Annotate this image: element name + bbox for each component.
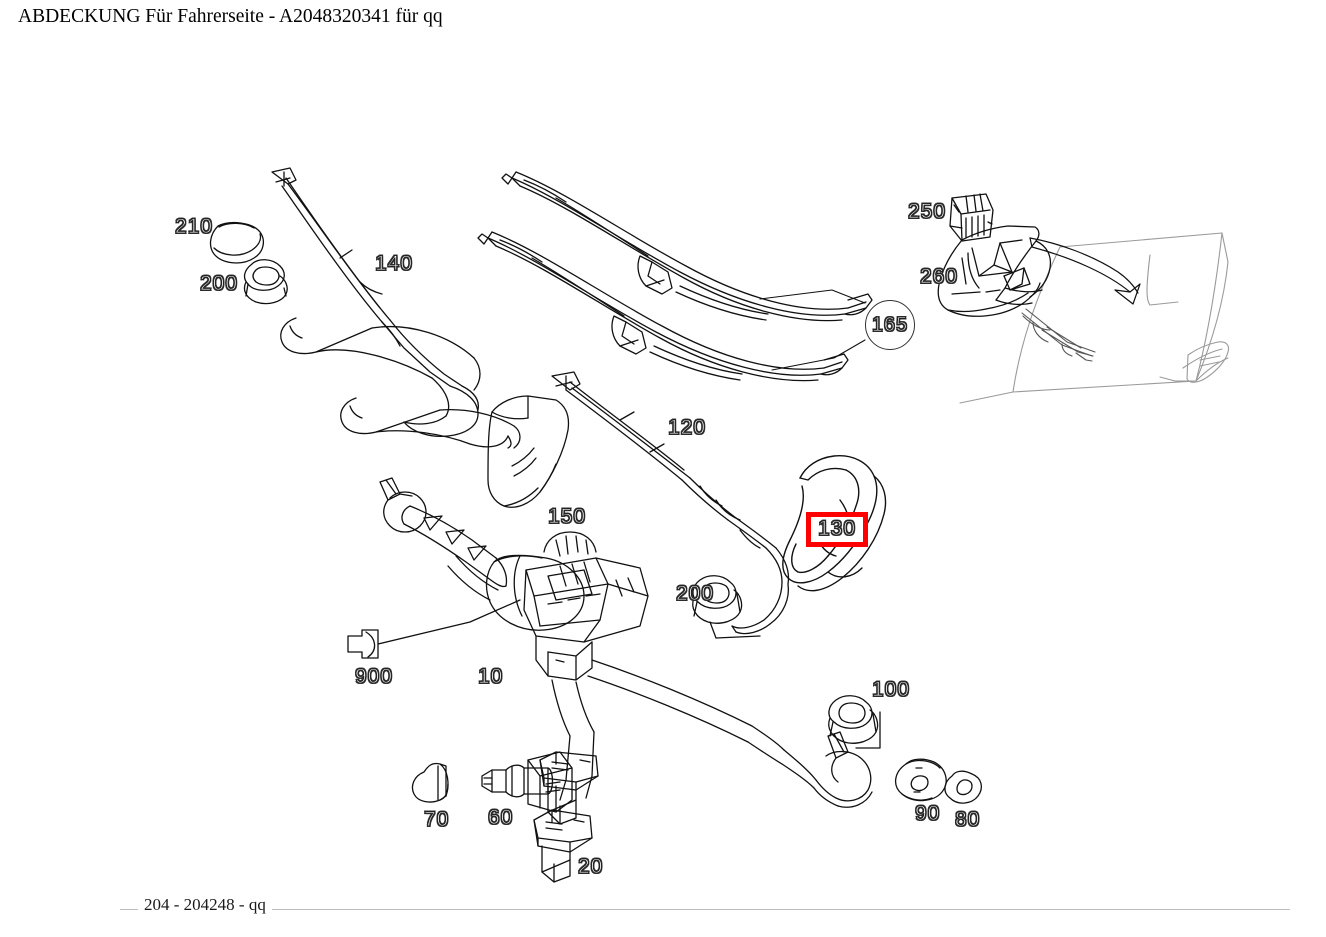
callout-200-upper[interactable]: 200 <box>199 272 239 296</box>
callout-20[interactable]: 20 <box>577 855 604 879</box>
car-body-outline <box>960 233 1229 403</box>
windshield-wipers-small <box>1022 309 1095 361</box>
part-250-clip <box>950 194 993 241</box>
part-165-blade-lower <box>478 232 848 381</box>
part-165-blade-upper <box>502 172 872 321</box>
callout-130-highlighted[interactable]: 130 <box>806 512 869 547</box>
callout-70[interactable]: 70 <box>423 808 450 832</box>
footer: 204 - 204248 - qq <box>0 895 1326 937</box>
callout-120[interactable]: 120 <box>667 416 707 440</box>
part-20-brackets <box>534 752 598 882</box>
callout-900[interactable]: 900 <box>354 665 394 689</box>
part-80-washer <box>945 771 981 803</box>
part-260-cowl-cover <box>938 226 1050 316</box>
callout-150[interactable]: 150 <box>547 505 587 529</box>
part-10-linkage-assembly <box>380 478 880 812</box>
part-60-bolt <box>482 765 553 797</box>
part-200-bushing-lower <box>693 576 760 638</box>
part-70-rubber-mount <box>412 763 448 802</box>
callout-80[interactable]: 80 <box>954 808 981 832</box>
page-title: ABDECKUNG Für Fahrerseite - A2048320341 … <box>18 6 443 27</box>
callout-10[interactable]: 10 <box>477 665 504 689</box>
callout-140[interactable]: 140 <box>374 252 414 276</box>
footer-divider <box>120 909 1290 910</box>
footer-text: 204 - 204248 - qq <box>138 895 272 915</box>
callout-130-text: 130 <box>817 517 857 540</box>
callout-165-text: 165 <box>871 313 909 336</box>
part-90-nut-plate <box>896 759 947 800</box>
callout-200-lower[interactable]: 200 <box>675 582 715 606</box>
callout-250[interactable]: 250 <box>907 200 947 224</box>
callout-90[interactable]: 90 <box>914 802 941 826</box>
part-900-clip <box>348 600 520 658</box>
part-140-wiper-arm <box>272 168 520 448</box>
part-120-wiper-arm <box>552 372 789 634</box>
callout-165[interactable]: 165 <box>865 300 915 350</box>
assembly-arrow <box>1030 238 1140 304</box>
callout-100[interactable]: 100 <box>871 678 911 702</box>
part-150-cover <box>488 396 569 507</box>
callout-260[interactable]: 260 <box>919 265 959 289</box>
callout-60[interactable]: 60 <box>487 806 514 830</box>
part-200-bushing-upper <box>244 260 287 304</box>
part-210-cap <box>211 223 264 263</box>
callout-210[interactable]: 210 <box>174 215 214 239</box>
